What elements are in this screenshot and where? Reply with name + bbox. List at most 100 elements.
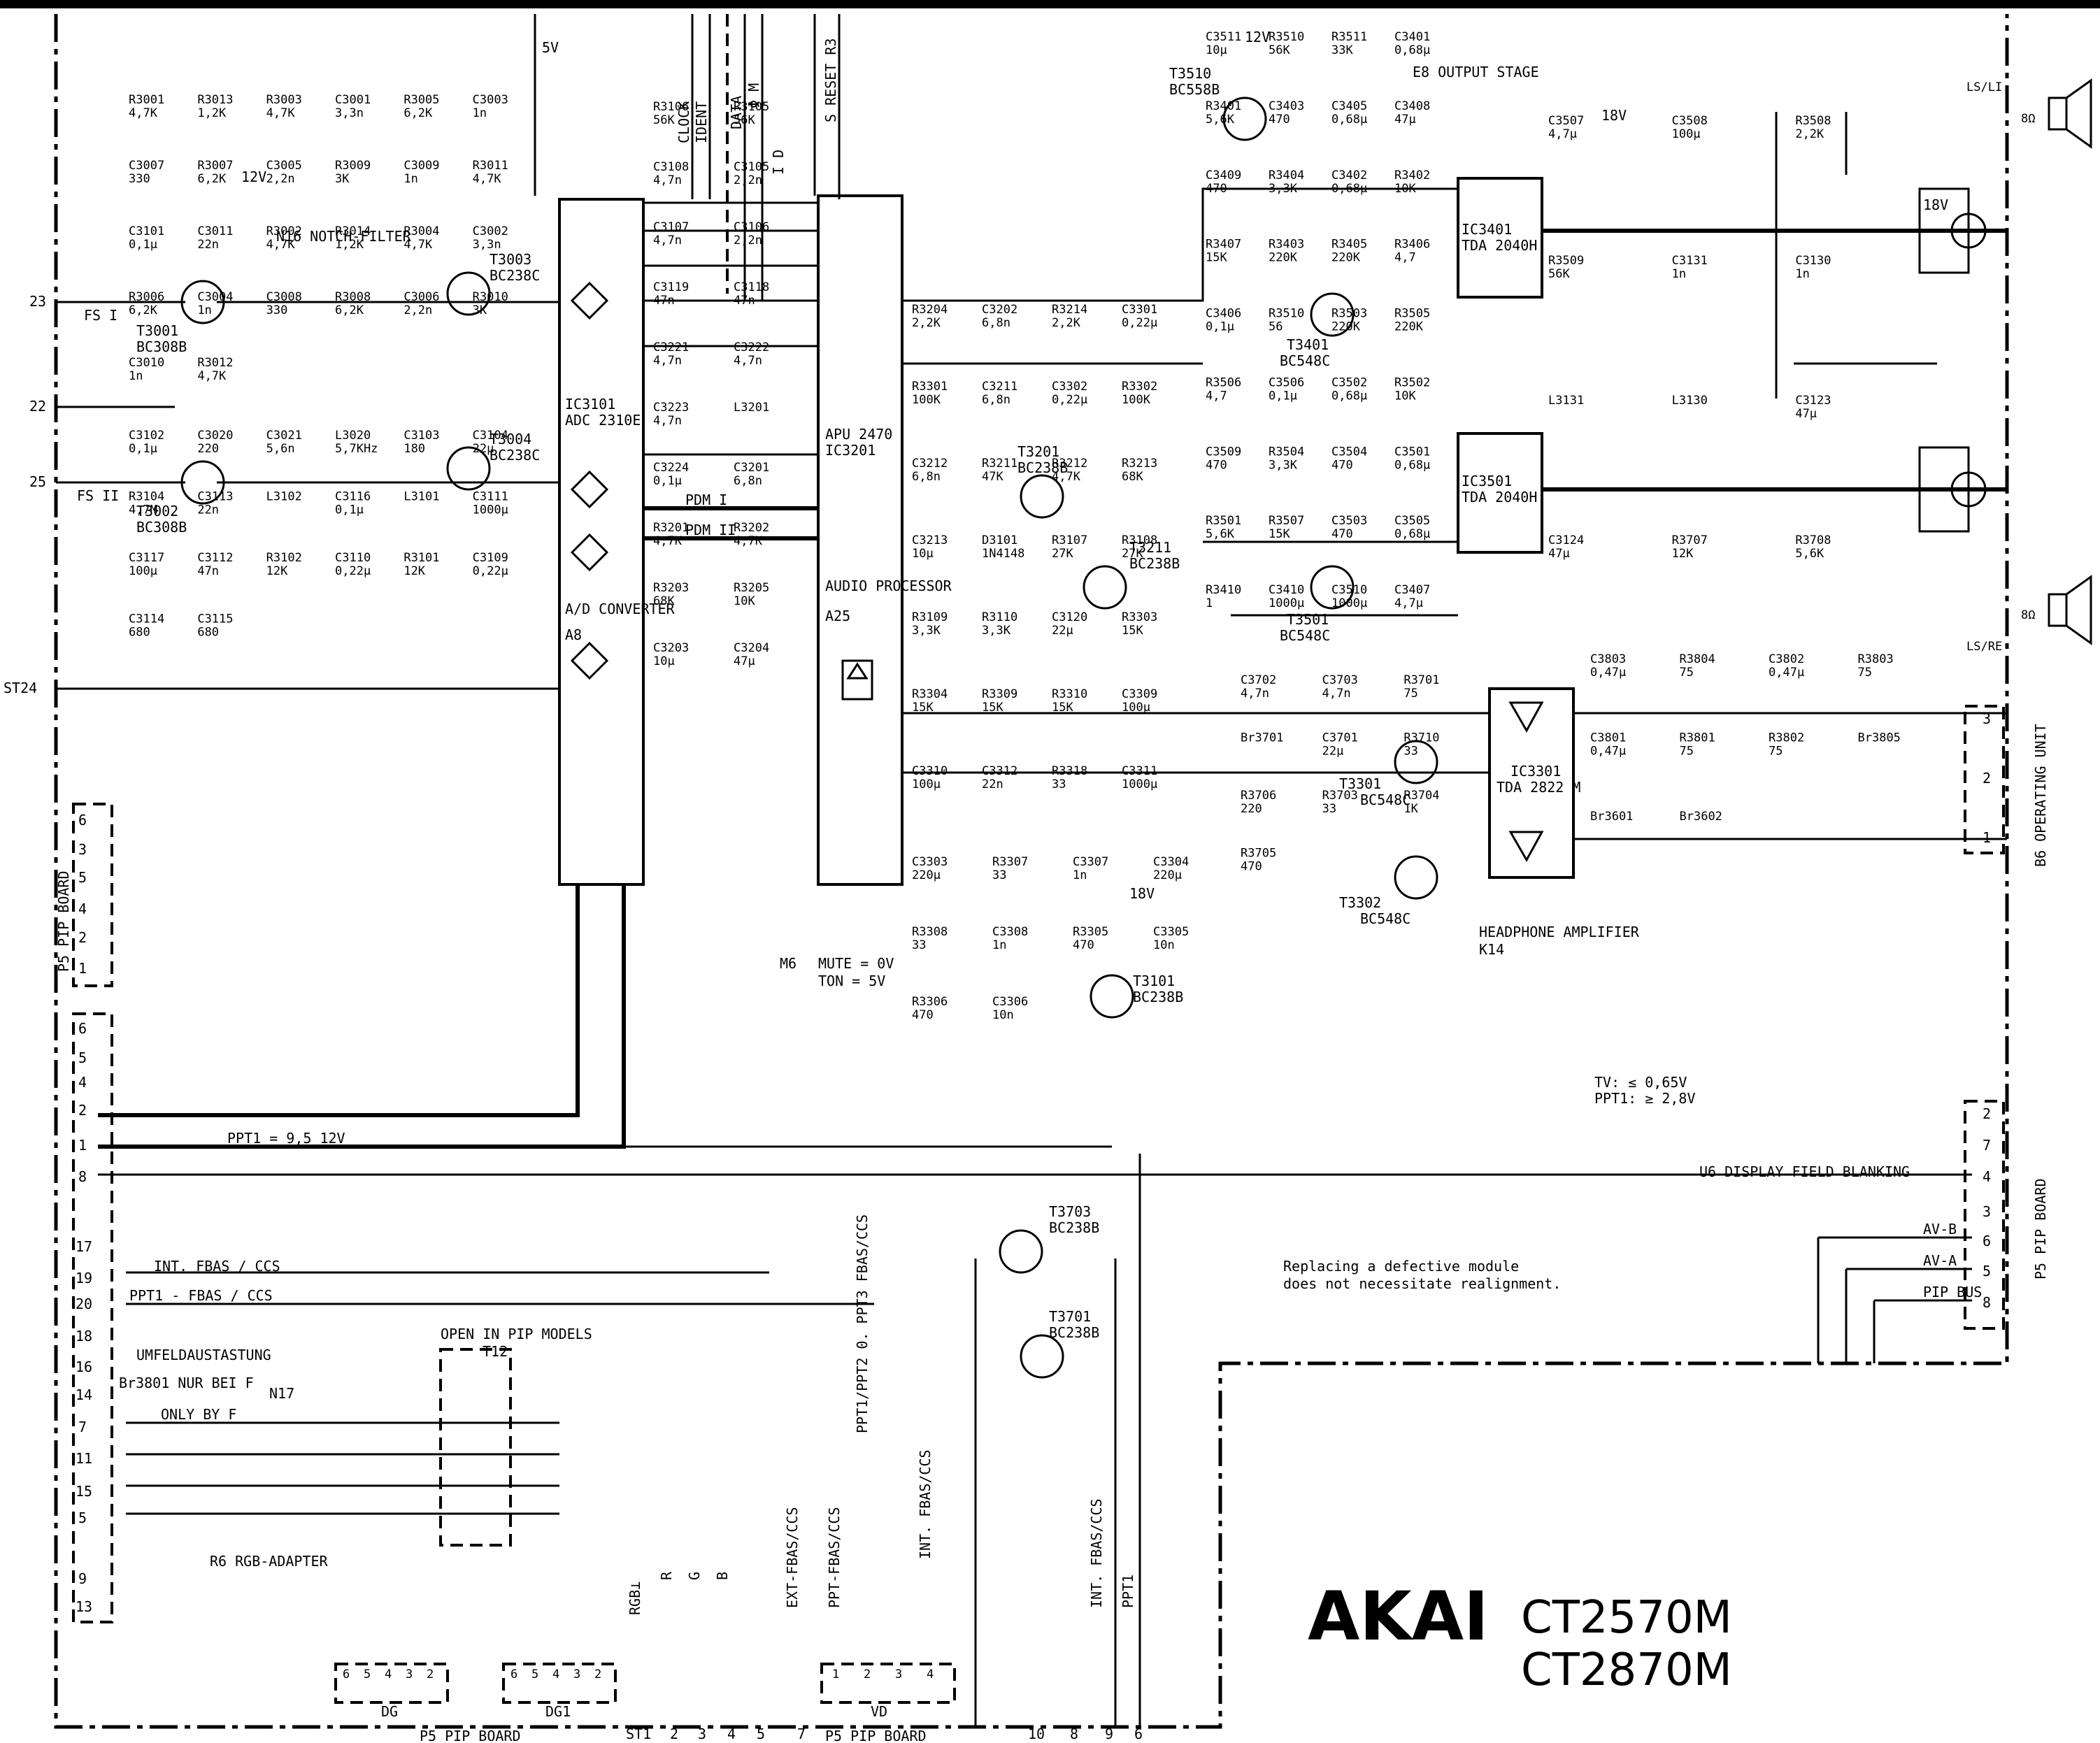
component-ref: C3507 (1548, 114, 1584, 128)
component-value: 56 (1269, 320, 1283, 334)
component-value: 1n (992, 938, 1006, 952)
component-ref: C3114 (129, 612, 164, 626)
component-ref: R3301 (912, 380, 948, 394)
component-ref: L3130 (1672, 394, 1708, 408)
component-value: 1,2K (335, 238, 364, 252)
svg-text:ST24: ST24 (3, 680, 37, 696)
component-ref: R3109 (912, 610, 948, 624)
svg-text:8Ω: 8Ω (2021, 608, 2035, 622)
svg-text:B6 OPERATING UNIT: B6 OPERATING UNIT (2032, 724, 2049, 867)
svg-text:7: 7 (1983, 1137, 1991, 1154)
svg-text:11: 11 (76, 1450, 92, 1467)
component-value: 220 (1241, 802, 1262, 816)
component-ref: C3211 (982, 380, 1017, 394)
svg-text:BC558B: BC558B (1169, 81, 1220, 98)
component-ref: C3009 (403, 159, 439, 173)
svg-text:S RESET R3: S RESET R3 (822, 38, 839, 122)
component-ref: L3020 (335, 429, 371, 443)
component-ref: C3307 (1073, 855, 1108, 869)
transistor-symbols (180, 96, 1438, 1379)
svg-text:INT. FBAS / CCS: INT. FBAS / CCS (154, 1258, 280, 1275)
component-ref: R3006 (129, 290, 164, 304)
component-value: 1000μ (1331, 596, 1367, 610)
component-ref: C3511 (1206, 30, 1241, 44)
component-ref: R3804 (1680, 652, 1715, 666)
component-ref: R3802 (1769, 731, 1804, 745)
component-ref: C3107 (653, 220, 689, 234)
svg-text:PPT1: PPT1 (1120, 1575, 1136, 1608)
svg-text:INT. FBAS/CCS: INT. FBAS/CCS (1088, 1498, 1105, 1608)
component-value: 1,2K (197, 106, 227, 120)
component-value: 22μ (473, 442, 494, 456)
component-value: 470 (1241, 860, 1262, 874)
svg-text:18V: 18V (1601, 107, 1627, 124)
component-ref: C3021 (266, 429, 302, 443)
svg-text:2: 2 (594, 1667, 601, 1681)
svg-text:5: 5 (78, 1049, 87, 1066)
component-ref: C3118 (734, 280, 769, 294)
component-ref: R3214 (1052, 303, 1087, 317)
svg-text:7: 7 (797, 1726, 806, 1742)
component-value: 0,1μ (1206, 320, 1234, 334)
component-value: 220K (1331, 320, 1361, 334)
component-ref: C3005 (266, 159, 302, 173)
component-value: 330 (266, 303, 288, 317)
component-value: 0,1μ (129, 442, 157, 456)
svg-text:Φ M: Φ M (745, 83, 762, 108)
svg-text:RGB⊥: RGB⊥ (627, 1581, 643, 1615)
component-ref: R3706 (1241, 789, 1276, 803)
component-value: 3,3K (1269, 458, 1298, 472)
component-ref: R3504 (1269, 445, 1304, 459)
component-value: 10μ (1206, 43, 1227, 57)
svg-text:5: 5 (531, 1667, 538, 1681)
svg-text:2: 2 (78, 929, 87, 946)
svg-text:6: 6 (1983, 1233, 1991, 1249)
component-value: 33K (1331, 43, 1353, 57)
component-value: 4,7μ (1394, 596, 1423, 610)
svg-text:25: 25 (29, 473, 46, 490)
component-ref: R3108 (1122, 533, 1157, 547)
svg-text:PPT-FBAS/CCS: PPT-FBAS/CCS (826, 1507, 843, 1609)
svg-text:T3002: T3002 (136, 503, 178, 519)
svg-text:1: 1 (78, 960, 87, 977)
component-ref: R3410 (1206, 583, 1241, 597)
svg-text:G: G (686, 1572, 703, 1580)
svg-text:4: 4 (727, 1726, 736, 1742)
component-ref: C3111 (473, 490, 508, 504)
component-ref: C3011 (197, 224, 233, 238)
component-ref: C3408 (1394, 99, 1430, 113)
component-value: 1n (129, 369, 143, 383)
component-value: 330 (129, 172, 150, 186)
ppt-pins: 6 5 4 2 1 8 17 19 20 18 16 14 7 11 15 5 … (76, 1020, 92, 1615)
component-value: 4,7n (1322, 687, 1351, 701)
svg-text:A/D CONVERTER: A/D CONVERTER (565, 601, 675, 617)
component-value: 470 (1331, 458, 1353, 472)
dg-connector (334, 1663, 449, 1704)
component-ref: R3801 (1680, 731, 1715, 745)
component-value: 75 (1680, 745, 1694, 759)
component-value: 33 (1322, 802, 1336, 816)
wiring (56, 14, 2007, 1727)
component-value: 1n (1795, 267, 1809, 281)
component-value: 180 (403, 442, 425, 456)
component-ref: Br3805 (1858, 731, 1901, 745)
component-ref: D3101 (982, 533, 1017, 547)
component-value: 6,8n (982, 393, 1010, 407)
component-value: 3,3n (473, 238, 501, 252)
component-ref: C3101 (129, 224, 164, 238)
svg-text:PDM II: PDM II (685, 522, 736, 538)
component-ref: R3318 (1052, 764, 1087, 778)
svg-text:UMFELDAUSTASTUNG: UMFELDAUSTASTUNG (136, 1347, 271, 1363)
component-value: 100μ (912, 777, 941, 791)
svg-text:ONLY BY F: ONLY BY F (161, 1406, 236, 1423)
pip-right-connector (1964, 1100, 2005, 1330)
component-value: 47n (734, 294, 755, 308)
component-value: 220μ (912, 868, 941, 882)
component-value: 3,3K (982, 624, 1011, 638)
svg-text:R: R (658, 1571, 675, 1580)
svg-text:8Ω: 8Ω (2021, 112, 2035, 126)
svg-text:IC3101: IC3101 (565, 396, 615, 413)
component-ref: R3302 (1122, 380, 1157, 394)
component-ref: C3130 (1795, 254, 1831, 268)
